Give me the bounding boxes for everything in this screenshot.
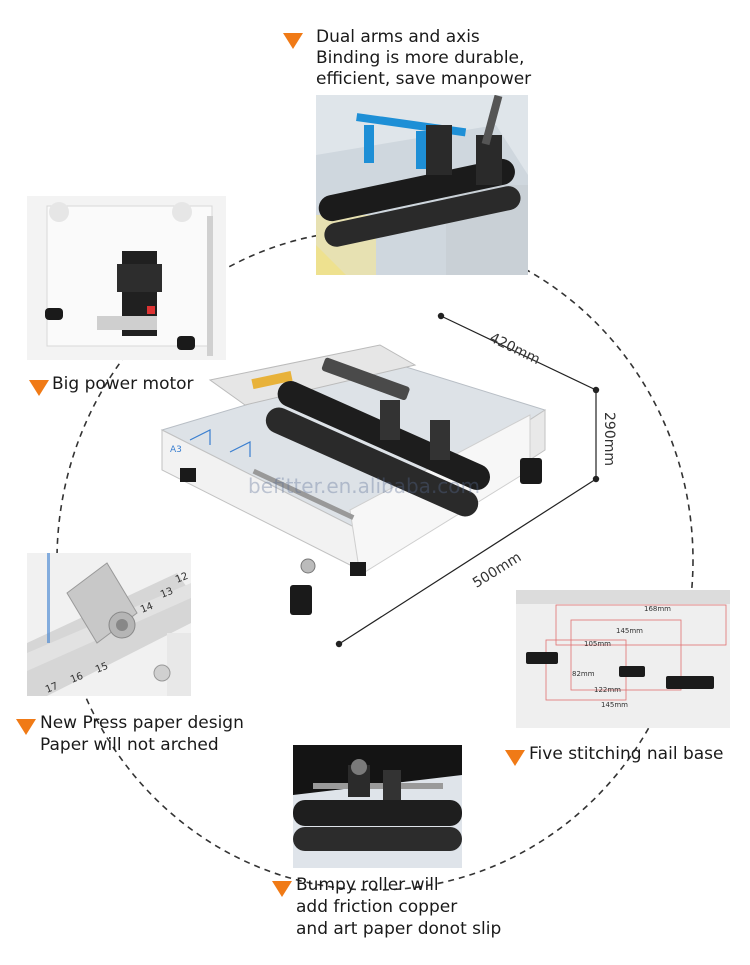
callout-top-line-1: Dual arms and axis xyxy=(316,27,480,47)
callout-top-line-2: Binding is more durable, xyxy=(316,48,525,68)
nail-base-measure-1: 168mm xyxy=(644,605,671,613)
ruler-number-16: 16 xyxy=(69,671,85,686)
ruler-number-14: 14 xyxy=(139,601,155,616)
callout-left-top-marker xyxy=(29,380,49,396)
press-paper-photo: 17 16 15 14 13 12 xyxy=(27,553,191,696)
ruler-number-13: 13 xyxy=(159,586,175,601)
callout-left-mid-marker xyxy=(16,719,36,735)
callout-bottom-line-1: Bumpy roller will xyxy=(296,875,439,895)
nail-base-measure-6: 145mm xyxy=(601,701,628,709)
stitching-machine: A3 xyxy=(160,344,547,615)
ruler-number-17: 17 xyxy=(44,681,60,696)
callout-bottom-line-2: add friction copper xyxy=(296,897,458,917)
a3-label: A3 xyxy=(170,445,182,455)
nail-base-measure-5: 122mm xyxy=(594,686,621,694)
dual-arms-photo xyxy=(316,95,528,275)
ruler-number-15: 15 xyxy=(94,661,110,676)
watermark-text: befitter.en.alibaba.com xyxy=(248,474,481,498)
dimension-height-label: 290mm xyxy=(601,412,617,466)
nail-base-measure-4: 82mm xyxy=(572,670,595,678)
callout-top-line-3: efficient, save manpower xyxy=(316,69,532,89)
callout-right-mid-line-1: Five stitching nail base xyxy=(529,744,724,764)
callout-bottom-marker xyxy=(272,881,292,897)
callout-left-top-line-1: Big power motor xyxy=(52,374,194,394)
callout-left-mid-line-2: Paper will not arched xyxy=(40,735,219,755)
nail-base-measure-2: 145mm xyxy=(616,627,643,635)
ruler-number-12: 12 xyxy=(174,571,190,586)
callout-top-marker xyxy=(283,33,303,49)
callout-bottom-line-3: and art paper donot slip xyxy=(296,919,502,939)
callout-left-mid-line-1: New Press paper design xyxy=(40,713,244,733)
power-motor-photo xyxy=(27,196,226,360)
nail-base-measure-3: 105mm xyxy=(584,640,611,648)
bumpy-roller-photo xyxy=(293,745,462,868)
callout-right-mid-marker xyxy=(505,750,525,766)
nail-base-photo: 168mm 145mm 105mm 82mm 122mm 145mm xyxy=(516,590,730,728)
